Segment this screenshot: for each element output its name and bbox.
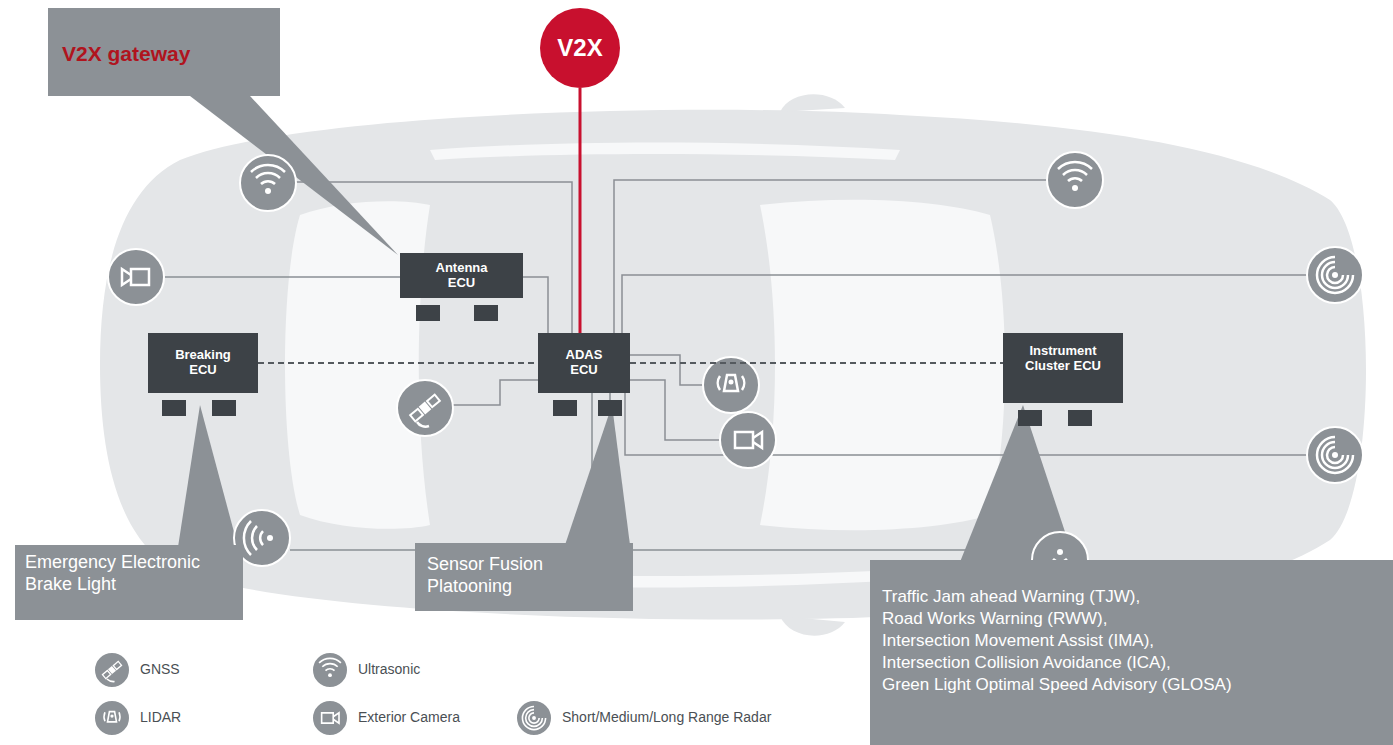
ultrasonic-icon bbox=[240, 155, 296, 211]
node-text: Instrument Cluster ECU bbox=[1023, 343, 1103, 373]
radar-icon bbox=[1307, 427, 1363, 483]
ultrasonic-icon bbox=[312, 652, 348, 688]
ecu-pin bbox=[474, 305, 498, 321]
ecu-box: ADAS ECU bbox=[538, 333, 630, 393]
legend-label: Ultrasonic bbox=[358, 661, 420, 677]
ecu-box: Instrument Cluster ECU bbox=[1003, 333, 1123, 403]
gnss-icon bbox=[94, 652, 130, 688]
callout-box: V2X gateway bbox=[48, 8, 280, 96]
sensor-wire bbox=[164, 276, 400, 278]
ecu-pin bbox=[553, 400, 577, 416]
ecu-pin bbox=[416, 305, 440, 321]
ecu-pin bbox=[1068, 410, 1092, 426]
node-text: Traffic Jam ahead Warning (TJW), bbox=[882, 586, 1381, 608]
ecu-box: Breaking ECU bbox=[148, 333, 258, 393]
node-text: Intersection Movement Assist (IMA), bbox=[882, 630, 1381, 652]
sensor-wire bbox=[290, 549, 1032, 551]
legend-label: LIDAR bbox=[140, 709, 181, 725]
ecu-pin bbox=[212, 400, 236, 416]
node-text: Sensor Fusion Platooning bbox=[427, 553, 621, 597]
radar-icon bbox=[1307, 247, 1363, 303]
ecu-box: Antenna ECU bbox=[400, 253, 523, 298]
car-body bbox=[100, 110, 1366, 620]
callout-pointer bbox=[565, 405, 630, 545]
callout-box: Emergency Electronic Brake Light bbox=[15, 545, 243, 620]
car-window bbox=[285, 201, 430, 529]
gnss-icon bbox=[397, 380, 453, 436]
sensor-wire bbox=[453, 380, 538, 405]
radar-icon bbox=[516, 700, 552, 736]
node-text: V2X gateway bbox=[62, 42, 266, 66]
camera-icon bbox=[108, 249, 164, 305]
camera-icon bbox=[312, 700, 348, 736]
v2x-circle: V2X bbox=[540, 8, 620, 88]
node-text: Emergency Electronic Brake Light bbox=[25, 551, 233, 595]
ecu-pin bbox=[162, 400, 186, 416]
callout-box: Traffic Jam ahead Warning (TJW),Road Wor… bbox=[870, 560, 1393, 745]
connector bbox=[579, 88, 582, 333]
car-window bbox=[760, 200, 1005, 530]
node-text: Antenna ECU bbox=[424, 260, 499, 290]
sensor-wire bbox=[614, 180, 1047, 333]
node-text: ADAS ECU bbox=[552, 347, 616, 377]
callout-pointer bbox=[190, 96, 398, 255]
node-text: Breaking ECU bbox=[166, 347, 240, 377]
ecu-pin bbox=[598, 400, 622, 416]
lidar-icon bbox=[703, 357, 759, 413]
legend-label: GNSS bbox=[140, 661, 180, 677]
mirror bbox=[780, 616, 845, 636]
connector bbox=[523, 277, 548, 333]
node-text: V2X bbox=[557, 34, 602, 62]
node-text: Intersection Collision Avoidance (ICA), bbox=[882, 652, 1381, 674]
ultrasonic-icon bbox=[1047, 152, 1103, 208]
callout-box: Sensor Fusion Platooning bbox=[415, 543, 633, 611]
camera-icon bbox=[720, 412, 776, 468]
node-text: Green Light Optimal Speed Advisory (GLOS… bbox=[882, 674, 1381, 696]
node-text: Road Works Warning (RWW), bbox=[882, 608, 1381, 630]
legend-label: Exterior Camera bbox=[358, 709, 460, 725]
car-window bbox=[430, 143, 900, 161]
ecu-pin bbox=[1018, 410, 1042, 426]
mirror bbox=[780, 94, 845, 112]
sensor-wire bbox=[622, 275, 1307, 333]
callout-pointer bbox=[178, 405, 238, 547]
legend-label: Short/Medium/Long Range Radar bbox=[562, 709, 771, 725]
lidar-icon bbox=[94, 700, 130, 736]
connector bbox=[630, 362, 1003, 364]
connector bbox=[258, 362, 538, 364]
